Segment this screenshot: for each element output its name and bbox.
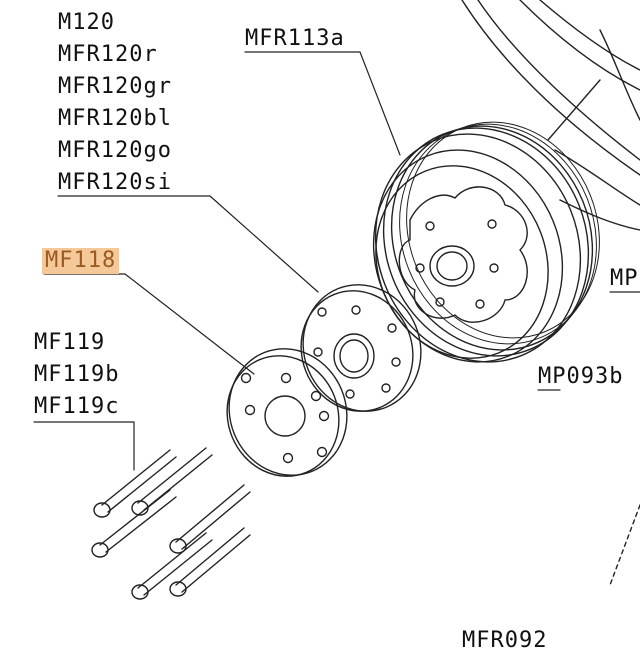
leader-lines — [33, 51, 640, 471]
label-mfr120go: MFR120go — [58, 138, 172, 163]
exploded-parts-diagram — [33, 0, 640, 600]
screw-5 — [131, 532, 213, 600]
screw-4 — [169, 484, 251, 554]
label-mf118[interactable]: MF118 — [42, 248, 120, 274]
label-mfr113a: MFR113a — [245, 26, 345, 51]
label-mp093b: MP093b — [538, 364, 624, 389]
dashed-guide — [609, 504, 640, 586]
screws-mf119 — [91, 447, 251, 600]
label-mfr120r: MFR120r — [58, 42, 158, 67]
label-mfr-bottom-partial: MFR092 — [462, 628, 548, 653]
screw-2 — [131, 447, 213, 516]
label-mf119c: MF119c — [34, 394, 120, 419]
label-mp-partial: MP — [610, 266, 639, 291]
label-mfr120si: MFR120si — [58, 170, 172, 195]
label-m120: M120 — [58, 10, 115, 35]
label-mfr120bl: MFR120bl — [58, 106, 172, 131]
label-mf119: MF119 — [34, 330, 106, 355]
screw-6 — [169, 527, 251, 597]
pulley-mfr113a — [372, 121, 600, 363]
label-mf119b: MF119b — [34, 362, 120, 387]
label-mfr120gr: MFR120gr — [58, 74, 172, 99]
screw-1 — [93, 449, 177, 518]
flange-mf118 — [226, 348, 348, 477]
frame-structure — [461, 0, 640, 231]
spacer-disk — [300, 284, 422, 412]
screw-3 — [91, 489, 177, 558]
